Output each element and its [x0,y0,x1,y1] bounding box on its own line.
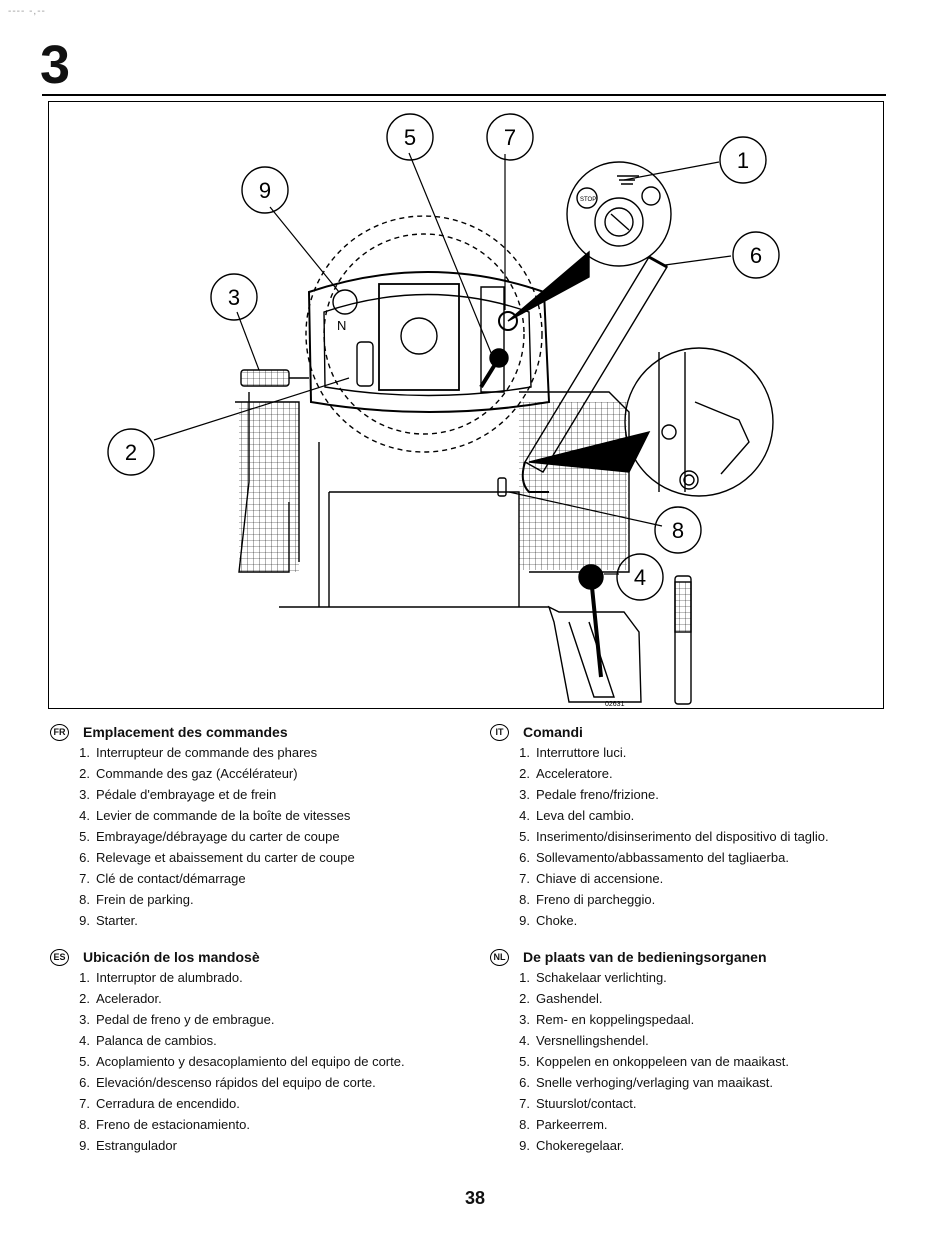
list-item: 7.Clé de contact/démarrage [79,871,246,886]
legend-es-list: 1.Interruptor de alumbrado. 2.Acelerador… [50,967,480,1156]
callout-2: 2 [107,428,155,476]
list-item: 9.Starter. [79,913,138,928]
legend-fr: FR Emplacement des commandes 1.Interrupt… [50,722,480,931]
gear-lever [547,564,692,705]
cutter-lift-lever [521,255,668,493]
callout-1: 1 [719,136,767,184]
callout-5: 5 [386,113,434,161]
svg-text:2: 2 [125,440,137,465]
figure-code: 02631 [605,701,625,708]
parking-brake-inset [497,347,774,497]
list-item: 8.Frein de parking. [79,892,194,907]
ignition-inset: STOP [507,161,672,322]
callout-3: 3 [210,273,258,321]
svg-text:7: 7 [504,125,516,150]
clutch-pedal [240,369,309,387]
legend-column-left: FR Emplacement des commandes 1.Interrupt… [50,722,480,1172]
list-item: 2.Acceleratore. [519,766,613,781]
svg-text:8: 8 [672,518,684,543]
list-item: 8.Freno de estacionamiento. [79,1117,250,1132]
svg-text:5: 5 [404,125,416,150]
leader-lines [153,152,732,575]
tractor-body [235,391,630,608]
language-badge-it: IT [490,723,509,741]
svg-text:4: 4 [634,565,646,590]
svg-text:3: 3 [228,285,240,310]
stop-label: STOP [580,197,596,203]
list-item: 3.Pédale d'embrayage et de frein [79,787,277,802]
language-badge-nl: NL [490,948,509,966]
legend-it-list: 1.Interruttore luci. 2.Acceleratore. 3.P… [490,742,900,931]
scan-artifact: ---- -,-- [8,6,46,17]
legend-es: ES Ubicación de los mandosè 1.Interrupto… [50,947,480,1156]
legend-es-header: ES Ubicación de los mandosè [50,947,480,967]
svg-text:9: 9 [259,178,271,203]
legend-fr-header: FR Emplacement des commandes [50,722,480,742]
list-item: 6.Snelle verhoging/verlaging van maaikas… [519,1075,774,1090]
legend-nl-header: NL De plaats van de bedieningsorganen [490,947,900,967]
dashboard: N [305,215,551,453]
list-item: 3.Pedale freno/frizione. [519,787,659,802]
legend-column-right: IT Comandi 1.Interruttore luci. 2.Accele… [490,722,900,1172]
list-item: 4.Palanca de cambios. [79,1033,217,1048]
list-item: 1.Interrupteur de commande des phares [79,745,318,760]
list-item: 5.Acoplamiento y desacoplamiento del equ… [79,1054,405,1069]
neutral-label: N [337,318,346,333]
list-item: 6.Sollevamento/abbassamento del tagliaer… [519,850,789,865]
list-item: 3.Pedal de freno y de embrague. [79,1012,275,1027]
list-item: 4.Versnellingshendel. [519,1033,649,1048]
tractor-controls-drawing: N STOP [107,113,780,708]
list-item: 7.Cerradura de encendido. [79,1096,240,1111]
callout-8: 8 [654,506,702,554]
svg-text:6: 6 [750,243,762,268]
list-item: 6.Elevación/descenso rápidos del equipo … [79,1075,376,1090]
list-item: 2.Gashendel. [519,991,603,1006]
list-item: 3.Rem- en koppelingspedaal. [519,1012,695,1027]
callout-7: 7 [486,113,534,161]
language-badge-es: ES [50,948,69,966]
list-item: 7.Chiave di accensione. [519,871,664,886]
list-item: 1.Schakelaar verlichting. [519,970,667,985]
legend-nl-title: De plaats van de bedieningsorganen [523,949,767,965]
svg-text:1: 1 [737,148,749,173]
list-item: 2.Commande des gaz (Accélérateur) [79,766,298,781]
callout-9: 9 [241,166,289,214]
list-item: 2.Acelerador. [79,991,162,1006]
list-item: 9.Estrangulador [79,1138,177,1153]
callout-6: 6 [732,231,780,279]
list-item: 7.Stuurslot/contact. [519,1096,637,1111]
page-number: 38 [464,1188,486,1208]
section-number: 3 [40,35,71,95]
list-item: 9.Chokeregelaar. [519,1138,625,1153]
list-item: 5.Inserimento/disinserimento del disposi… [519,829,829,844]
legend-es-title: Ubicación de los mandosè [83,949,260,965]
legend-it-title: Comandi [523,724,583,740]
legend-fr-title: Emplacement des commandes [83,724,288,740]
list-item: 5.Koppelen en onkoppeleen van de maaikas… [519,1054,789,1069]
legend-it: IT Comandi 1.Interruttore luci. 2.Accele… [490,722,900,931]
list-item: 8.Parkeerrem. [519,1117,608,1132]
controls-figure: N STOP [48,101,884,709]
header-rule [42,94,886,96]
list-item: 5.Embrayage/débrayage du carter de coupe [79,829,340,844]
list-item: 1.Interruptor de alumbrado. [79,970,243,985]
list-item: 8.Freno di parcheggio. [519,892,656,907]
list-item: 9.Choke. [519,913,578,928]
legend-it-header: IT Comandi [490,722,900,742]
list-item: 6.Relevage et abaissement du carter de c… [79,850,355,865]
legend-nl-list: 1.Schakelaar verlichting. 2.Gashendel. 3… [490,967,900,1156]
list-item: 4.Levier de commande de la boîte de vite… [79,808,351,823]
legend-nl: NL De plaats van de bedieningsorganen 1.… [490,947,900,1156]
language-badge-fr: FR [50,723,69,741]
list-item: 4.Leva del cambio. [519,808,635,823]
list-item: 1.Interruttore luci. [519,745,627,760]
legend-fr-list: 1.Interrupteur de commande des phares 2.… [50,742,480,931]
callout-4: 4 [616,553,664,601]
